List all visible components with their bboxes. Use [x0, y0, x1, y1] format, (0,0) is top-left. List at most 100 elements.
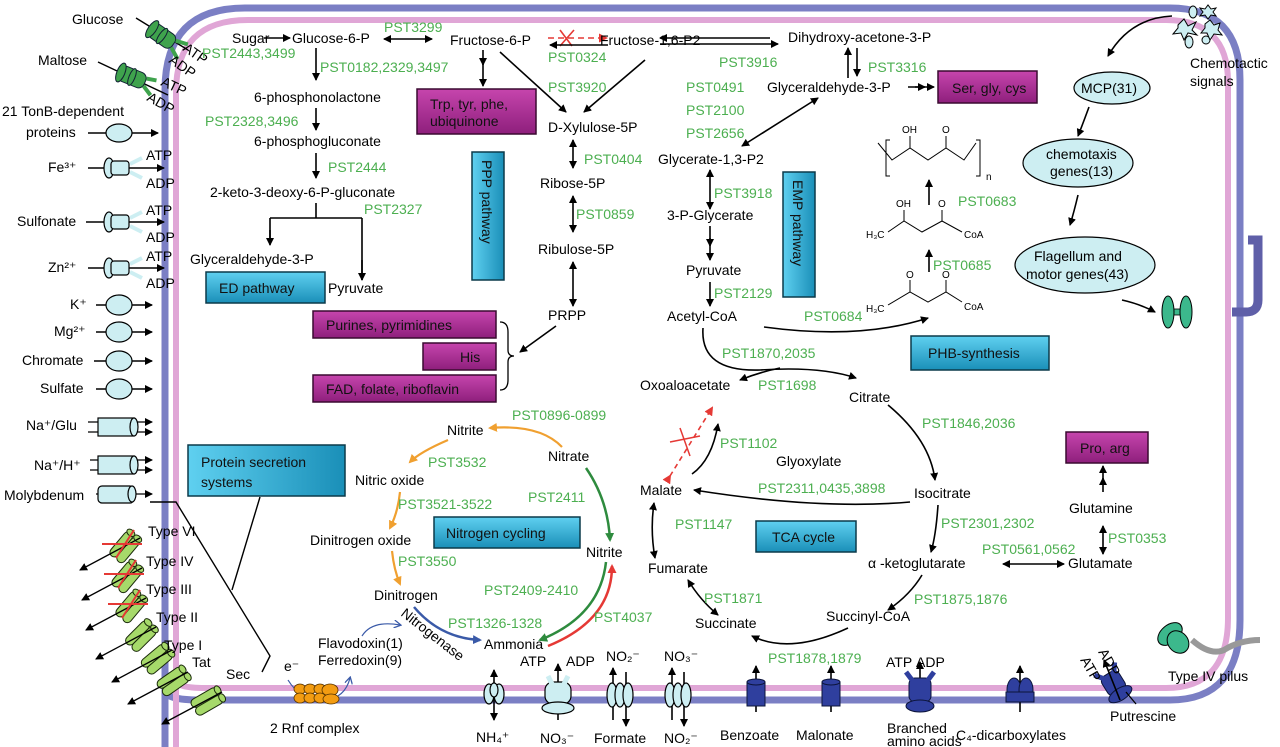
purines-product-box[interactable]: Purines, pyrimidines [312, 310, 497, 339]
secretion-system-type-i[interactable]: Type I [111, 637, 202, 683]
type-iv-pilus[interactable]: Type IV pilus [1153, 618, 1261, 684]
transporter-nh4[interactable]: NH₄⁺ [476, 669, 509, 745]
transporter-label: Type IV pilus [1168, 668, 1248, 684]
phb-atom: CoA [964, 302, 984, 313]
absent-cross-icon [108, 589, 148, 619]
transporter-label: Na⁺/Glu [26, 417, 77, 433]
transporter-label: NO₂⁻ [664, 730, 698, 746]
transporter-tonb[interactable]: 21 TonB-dependent proteins [2, 103, 159, 143]
gene-label: PST0683 [958, 193, 1017, 209]
chemotactic-signals-label: signals [1190, 73, 1234, 89]
left-transporters: Glucose ATP ADP Maltose ATP ADP [2, 11, 211, 504]
ppp-pathway-box[interactable]: PPP pathway [471, 151, 505, 281]
transporter-mg[interactable]: Mg²⁺ [54, 321, 153, 343]
transporter-label: 2 Rnf complex [270, 720, 359, 736]
transporter-na-h[interactable]: Na⁺/H⁺ [34, 455, 153, 475]
box-label: TCA cycle [772, 529, 835, 545]
transporter-putrescine[interactable]: ADP ATP Putrescine [1077, 646, 1176, 725]
metabolite-ammonia: Ammonia [484, 636, 543, 652]
atp-label: ATP [886, 654, 912, 670]
chemotaxis: Chemotactic signals MCP(31) chemotaxis g… [1014, 4, 1268, 329]
transporter-nitrate-abc[interactable]: ATP ADP NO₃⁻ [520, 653, 595, 746]
box-label: Protein secretion [201, 454, 306, 470]
adp-label: ADP [146, 229, 175, 245]
his-product-box[interactable]: His [422, 342, 497, 371]
metabolite-pyruvate-ed: Pyruvate [328, 280, 383, 296]
transporter-k[interactable]: K⁺ [70, 294, 153, 316]
secretion-label: Sec [226, 666, 250, 682]
box-label: Ser, gly, cys [952, 80, 1026, 96]
absent-cross-icon [104, 559, 144, 589]
gene-label: PST2311,0435,3898 [758, 480, 886, 496]
metabolite-dhap: Dihydroxy-acetone-3-P [788, 29, 931, 45]
secretion-arrow [95, 626, 157, 660]
secretion-system-type-iv[interactable]: Type IV [81, 553, 194, 601]
transporter-malonate[interactable]: Malonate [796, 665, 854, 743]
aromatic-product-box[interactable]: Trp, tyr, phe, ubiquinone [416, 88, 537, 135]
secretion-system-sec[interactable]: Sec [161, 666, 250, 725]
ed-pathway-box[interactable]: ED pathway [205, 271, 326, 304]
metabolite-nitrite-right: Nitrite [586, 544, 623, 560]
metabolite-isocitrate: Isocitrate [914, 485, 971, 501]
rnf-complex[interactable]: 2 Rnf complex [270, 683, 359, 736]
secretion-label: Type VI [148, 523, 195, 539]
secretion-system-type-iii[interactable]: Type III [85, 581, 192, 631]
emp-pathway-box[interactable]: EMP pathway [782, 171, 816, 298]
tca-cycle-box[interactable]: TCA cycle [755, 520, 857, 553]
transporter-formate[interactable]: NO₂⁻ Formate [594, 648, 646, 746]
gene-label: PST2328,3496 [205, 113, 299, 129]
transporter-label: proteins [26, 124, 76, 140]
gene-label: PST3916 [719, 54, 778, 70]
metabolite-akg: α -ketoglutarate [868, 555, 966, 571]
transporter-label: Na⁺/H⁺ [34, 457, 81, 473]
protein-secretion-box[interactable]: Protein secretion systems [187, 444, 346, 497]
transporter-fe[interactable]: Fe³⁺ ATP ADP [48, 147, 175, 191]
gene-label: PST0404 [584, 151, 643, 167]
phb-atom: n [986, 172, 992, 183]
metabolite-succinate: Succinate [695, 615, 757, 631]
phb-atom: OH [902, 125, 917, 136]
transporter-branched-aa[interactable]: ATP ADP Branched amino acids [886, 654, 962, 747]
gene-label: PST1870,2035 [722, 345, 816, 361]
transporter-zn[interactable]: Zn²⁺ ATP ADP [48, 248, 175, 291]
secretion-system-tat[interactable]: Tat [127, 654, 211, 705]
transporter-sulfonate[interactable]: Sulfonate ATP ADP [17, 202, 175, 245]
secretion-system-type-ii[interactable]: Type II [95, 609, 198, 660]
transporter-c4-dicarboxylates[interactable]: C₄-dicarboxylates [956, 665, 1066, 743]
flavodoxin-label: Flavodoxin(1) [318, 635, 403, 651]
transporter-chromate[interactable]: Chromate [22, 350, 153, 372]
transporter-nitrate-nitrite[interactable]: NO₃⁻ NO₂⁻ [664, 648, 698, 746]
transporter-benzoate[interactable]: Benzoate [720, 665, 779, 743]
fad-product-box[interactable]: FAD, folate, riboflavin [312, 374, 497, 403]
transporter-maltose[interactable]: Maltose ATP ADP [38, 52, 189, 117]
transporter-label: Sulfate [40, 380, 84, 396]
gene-label: PST3299 [384, 19, 443, 35]
chemotaxis-genes-node[interactable]: chemotaxis genes(13) [1022, 138, 1134, 188]
absent-cross-icon [102, 529, 142, 559]
phb-atom: O [938, 199, 946, 210]
nitrogen-cycling-box[interactable]: Nitrogen cycling [433, 516, 581, 549]
gene-label: PST3532 [428, 454, 487, 470]
metabolite-citrate: Citrate [849, 389, 890, 405]
flagellum-genes-node[interactable]: Flagellum and motor genes(43) [1014, 236, 1156, 294]
ferredoxin-label: Ferredoxin(9) [318, 652, 402, 668]
transporter-na-glu[interactable]: Na⁺/Glu [26, 417, 153, 437]
transporter-molybdenum[interactable]: Molybdenum [4, 485, 153, 504]
secretion-label: Type II [156, 609, 198, 625]
pro-product-box[interactable]: Pro, arg [1065, 431, 1149, 464]
gene-label: PST0859 [576, 206, 635, 222]
metabolite-f6p: Fructose-6-P [450, 32, 531, 48]
ser-product-box[interactable]: Ser, gly, cys [937, 70, 1038, 104]
box-label: FAD, folate, riboflavin [326, 381, 459, 397]
secretion-system-type-vi[interactable]: Type VI [79, 523, 195, 571]
gene-label: PST2100 [686, 102, 745, 118]
transporter-sulfate[interactable]: Sulfate [40, 378, 153, 400]
phb-structures: H₃C O O CoA PST0685 H₃C OH O CoA PST0683… [866, 125, 1017, 315]
transporter-label: Formate [594, 730, 646, 746]
transporter-label: Fe³⁺ [48, 159, 76, 175]
phb-synthesis-box[interactable]: PHB-synthesis [910, 335, 1050, 371]
gene-label: PST3550 [398, 553, 457, 569]
atp-label: ATP [146, 202, 172, 218]
secretion-arrow [127, 671, 189, 705]
mcp-node[interactable]: MCP(31) [1073, 71, 1151, 105]
